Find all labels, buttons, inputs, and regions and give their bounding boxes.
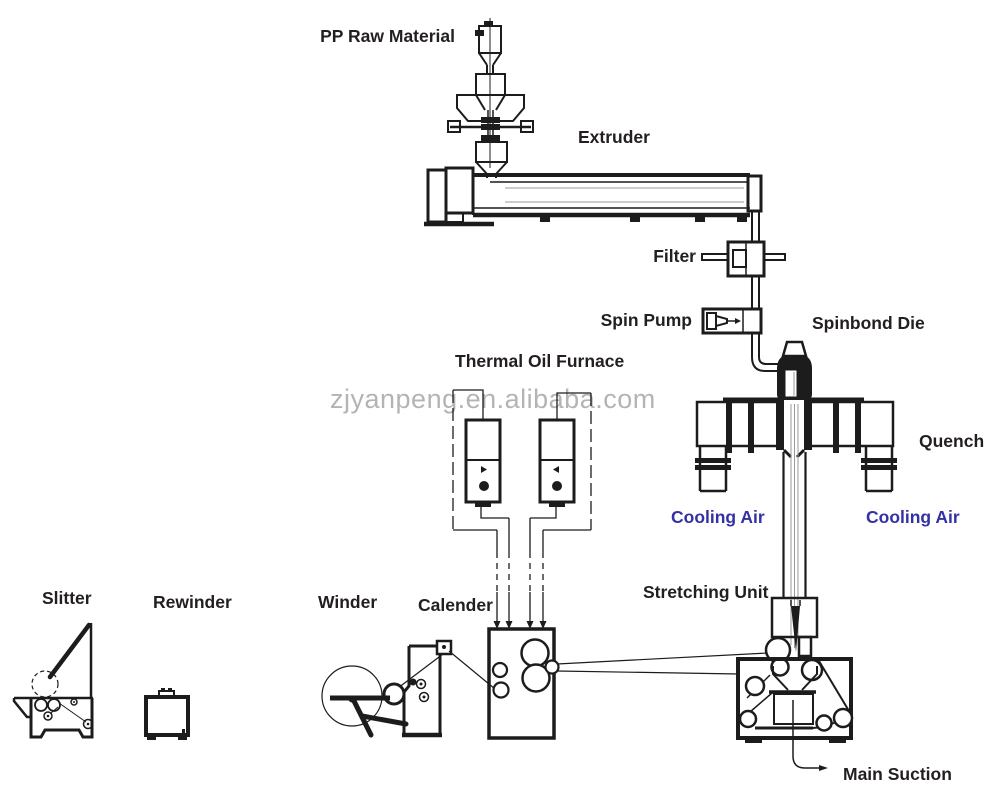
label-quench: Quench [919,431,984,451]
labels: PP Raw Material Extruder Filter Spin Pum… [42,26,984,784]
calender-roll-top [520,638,550,668]
raw-material-feeding-system [447,18,534,178]
rewinder-machine [144,688,190,740]
label-filter: Filter [653,246,696,266]
winder-machine [321,639,453,738]
label-pp-raw-material: PP Raw Material [320,26,455,46]
filter-unit [701,240,786,278]
cooling-air-duct-right [861,446,897,493]
spin-pump-unit [701,307,763,335]
main-suction-arrow [792,700,828,771]
watermark-text: zjyanpeng.en.alibaba.com [330,384,656,414]
slitter-roll [31,670,59,698]
label-spinbond-die: Spinbond Die [812,313,925,333]
spinbond-die-unit [777,340,812,400]
winder-guide-box [435,639,453,656]
label-winder: Winder [318,592,377,612]
label-stretching-unit: Stretching Unit [643,582,769,602]
side-hopper-right [500,94,525,122]
label-rewinder: Rewinder [153,592,232,612]
calender-machine [487,627,560,740]
calender-roll-bottom [521,663,551,693]
label-main-suction: Main Suction [843,764,952,784]
die-cap [781,340,808,358]
label-slitter: Slitter [42,588,92,608]
extruder-head [746,174,763,213]
quench-unit [695,397,897,493]
extruder-machine [424,166,763,227]
thermal-oil-furnace-right [538,418,576,507]
label-calender: Calender [418,595,493,615]
side-hopper-left [456,94,481,122]
thermal-oil-piping [452,389,592,629]
thermal-oil-furnace-left [464,418,502,507]
label-extruder: Extruder [578,127,650,147]
label-thermal-oil-furnace: Thermal Oil Furnace [455,351,624,371]
slitter-machine [12,622,94,739]
web-path-lines [397,650,769,690]
label-cooling-air-right: Cooling Air [866,507,960,527]
melt-pipe [751,211,778,372]
label-cooling-air-left: Cooling Air [671,507,765,527]
suction-box [736,657,854,771]
label-spin-pump: Spin Pump [601,310,692,330]
cooling-air-duct-left [695,446,731,493]
